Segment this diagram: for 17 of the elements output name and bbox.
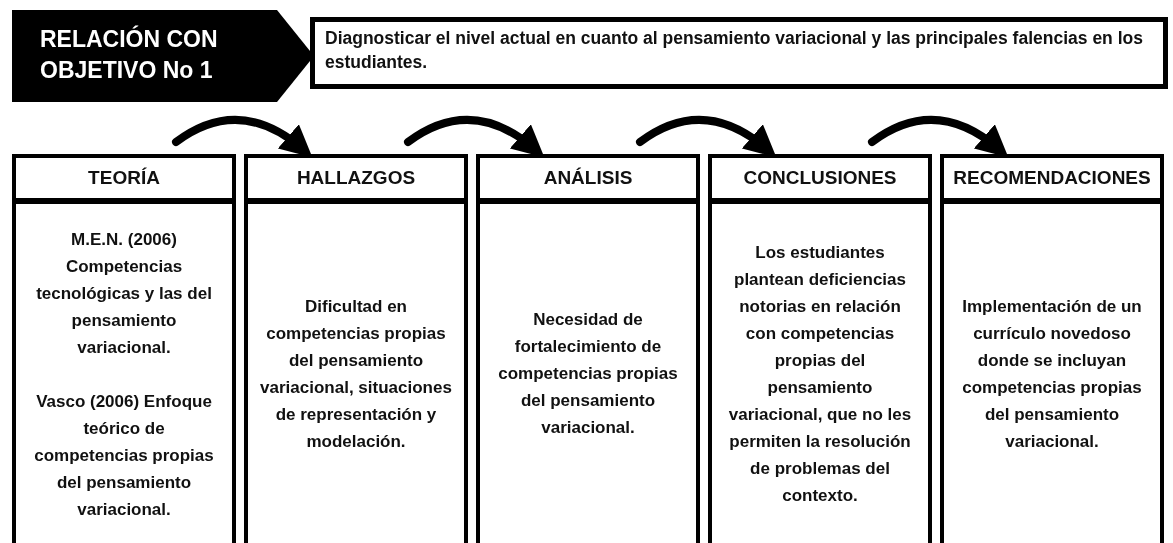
body-text: M.E.N. (2006) Competencias tecnológicas y las del pensamiento variacional. xyxy=(35,229,213,359)
column-header: ANÁLISIS xyxy=(476,154,700,202)
body-text: Vasco (2006) Enfoque teórico de competencias propias del pensamiento variacional. xyxy=(33,391,215,521)
column-header: TEORÍA xyxy=(12,154,236,202)
objective-box: Diagnosticar el nivel actual en cuanto al pensamiento variacional y las principales falencias en los estudiantes. xyxy=(310,17,1168,89)
body-text: Necesidad de fortalecimiento de competencias propias del pensamiento variacional. xyxy=(497,309,679,439)
column-body xyxy=(708,200,932,543)
column-header: HALLAZGOS xyxy=(244,154,468,202)
body-text: Implementación de un currículo novedoso donde se incluyan competencias propias del pensamiento variacional. xyxy=(961,295,1143,453)
body-text: Los estudiantes plantean deficiencias notorias en relación con competencias propias del pensamiento variacional, que no les permiten la resolución de problemas del contexto. xyxy=(727,241,913,507)
column-body xyxy=(476,200,700,543)
column-body xyxy=(244,200,468,543)
column-header: CONCLUSIONES xyxy=(708,154,932,202)
column-body xyxy=(940,200,1164,543)
column-header: RECOMENDACIONES xyxy=(940,154,1164,202)
column-body xyxy=(12,200,236,543)
body-text: Dificultad en competencias propias del pensamiento variacional, situaciones de representación y modelación. xyxy=(259,295,453,453)
